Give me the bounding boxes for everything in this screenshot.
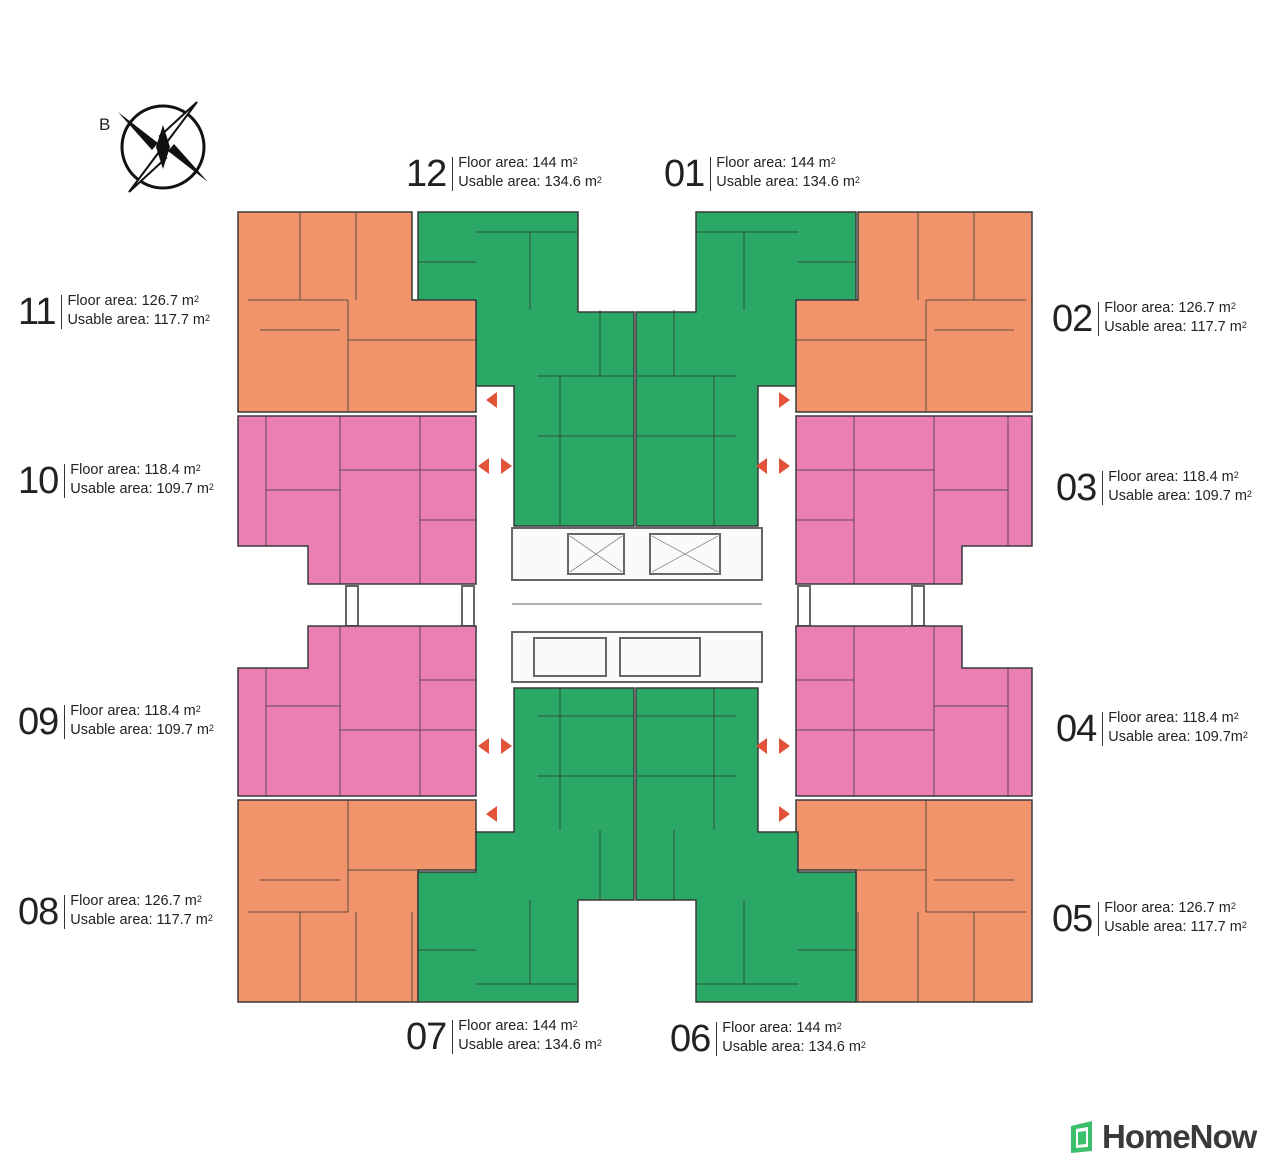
entry-arrow-icon	[501, 738, 512, 754]
homenow-logo: HomeNow	[1068, 1118, 1257, 1156]
entry-arrow-icon	[478, 738, 489, 754]
label-divider	[64, 895, 66, 929]
floor-area: Floor area: 126.7 m2	[1104, 300, 1236, 316]
label-divider	[1102, 471, 1104, 505]
floor-area: Floor area: 126.7 m2	[67, 293, 200, 309]
unit-areas: Floor area: 118.4 m2 Usable area: 109.7 m…	[70, 702, 214, 739]
label-divider	[1102, 712, 1104, 746]
unit-03-plan[interactable]	[795, 415, 1033, 585]
floor-area: Floor area: 144 m2	[716, 155, 836, 171]
floor-area: Floor area: 118.4 m2	[1108, 710, 1239, 726]
unit-number: 08	[18, 891, 59, 933]
unit-number: 11	[18, 291, 56, 333]
unit-label-02: 02 Floor area: 126.7 m2 Usable area: 117.7…	[1052, 299, 1247, 339]
unit-number: 05	[1052, 898, 1093, 940]
homenow-logo-icon	[1068, 1120, 1098, 1154]
usable-area: Usable area: 109.7 m2	[1108, 487, 1252, 504]
unit-number: 01	[664, 153, 705, 195]
unit-label-03: 03 Floor area: 118.4 m2 Usable area: 109.7…	[1056, 468, 1252, 508]
label-divider	[710, 157, 712, 191]
unit-label-04: 04 Floor area: 118.4 m2 Usable area: 109.7…	[1056, 709, 1248, 749]
homenow-wordmark: HomeNow	[1102, 1118, 1257, 1155]
usable-area: Usable area: 134.6 m2	[722, 1038, 866, 1055]
unit-label-07: 07 Floor area: 144 m2 Usable area: 134.6 m…	[406, 1017, 602, 1057]
unit-number: 09	[18, 701, 59, 743]
entry-arrow-icon	[779, 458, 790, 474]
unit-number: 02	[1052, 298, 1093, 340]
unit-areas: Floor area: 126.7 m2 Usable area: 117.7 m…	[1104, 299, 1247, 336]
floor-area: Floor area: 126.7 m2	[70, 893, 202, 909]
usable-area: Usable area: 117.7 m2	[1104, 318, 1247, 335]
entry-arrow-icon	[486, 392, 497, 408]
label-divider	[452, 1020, 454, 1054]
unit-07-plan[interactable]	[417, 687, 635, 1003]
unit-number: 07	[406, 1016, 447, 1058]
floor-area: Floor area: 144 m2	[722, 1020, 842, 1036]
label-divider	[452, 157, 454, 191]
unit-label-09: 09 Floor area: 118.4 m2 Usable area: 109.7…	[18, 702, 214, 742]
unit-label-10: 10 Floor area: 118.4 m2 Usable area: 109.7…	[18, 461, 214, 501]
floor-area: Floor area: 144 m2	[458, 1018, 578, 1034]
entry-arrow-icon	[779, 392, 790, 408]
unit-number: 04	[1056, 708, 1097, 750]
label-divider	[1098, 902, 1100, 936]
unit-06-plan[interactable]	[635, 687, 857, 1003]
label-divider	[64, 705, 66, 739]
unit-areas: Floor area: 144 m2 Usable area: 134.6 m2	[458, 154, 602, 191]
unit-label-01: 01 Floor area: 144 m2 Usable area: 134.6 m…	[664, 154, 860, 194]
entry-arrow-icon	[756, 738, 767, 754]
unit-areas: Floor area: 144 m2 Usable area: 134.6 m2	[458, 1017, 602, 1054]
entry-arrow-icon	[779, 806, 790, 822]
usable-area: Usable area: 109.7 m2	[70, 721, 214, 738]
building-core	[345, 527, 925, 683]
usable-area: Usable area: 109.7 m2	[70, 480, 214, 497]
unit-label-06: 06 Floor area: 144 m2 Usable area: 134.6 m…	[670, 1019, 866, 1059]
unit-04-plan[interactable]	[795, 625, 1033, 797]
usable-area: Usable area: 134.6 m2	[458, 173, 602, 190]
usable-area: Usable area: 134.6 m2	[716, 173, 860, 190]
entry-arrow-icon	[756, 458, 767, 474]
floor-area: Floor area: 118.4 m2	[70, 462, 201, 478]
unit-areas: Floor area: 118.4 m2 Usable area: 109.7m2	[1108, 709, 1248, 746]
label-divider	[716, 1022, 718, 1056]
compass-icon	[118, 101, 208, 193]
unit-label-08: 08 Floor area: 126.7 m2 Usable area: 117.7…	[18, 892, 213, 932]
label-divider	[1098, 302, 1100, 336]
floor-area: Floor area: 118.4 m2	[1108, 469, 1239, 485]
unit-areas: Floor area: 126.7 m2 Usable area: 117.7 m…	[67, 292, 210, 329]
unit-areas: Floor area: 126.7 m2 Usable area: 117.7 m…	[70, 892, 213, 929]
unit-number: 03	[1056, 467, 1097, 509]
floor-area: Floor area: 144 m2	[458, 155, 578, 171]
unit-areas: Floor area: 126.7 m2 Usable area: 117.7 m…	[1104, 899, 1247, 936]
label-divider	[64, 464, 66, 498]
unit-areas: Floor area: 144 m2 Usable area: 134.6 m2	[722, 1019, 866, 1056]
entry-arrow-icon	[501, 458, 512, 474]
unit-01-plan[interactable]	[635, 211, 857, 527]
floor-area: Floor area: 126.7 m2	[1104, 900, 1236, 916]
unit-number: 12	[406, 153, 447, 195]
label-divider	[61, 295, 63, 329]
compass-letter: B	[99, 115, 111, 134]
unit-number: 06	[670, 1018, 711, 1060]
unit-areas: Floor area: 118.4 m2 Usable area: 109.7 m…	[70, 461, 214, 498]
unit-label-05: 05 Floor area: 126.7 m2 Usable area: 117.7…	[1052, 899, 1247, 939]
usable-area: Usable area: 117.7 m2	[67, 311, 211, 328]
usable-area: Usable area: 134.6 m2	[458, 1036, 602, 1053]
unit-label-11: 11 Floor area: 126.7 m2 Usable area: 117.7…	[18, 292, 210, 332]
unit-10-plan[interactable]	[237, 415, 477, 585]
unit-09-plan[interactable]	[237, 625, 477, 797]
floor-area: Floor area: 118.4 m2	[70, 703, 201, 719]
usable-area: Usable area: 109.7m2	[1108, 728, 1248, 745]
entry-arrow-icon	[486, 806, 497, 822]
unit-areas: Floor area: 144 m2 Usable area: 134.6 m2	[716, 154, 860, 191]
entry-arrow-icon	[478, 458, 489, 474]
usable-area: Usable area: 117.7 m2	[1104, 918, 1247, 935]
unit-areas: Floor area: 118.4 m2 Usable area: 109.7 m…	[1108, 468, 1252, 505]
entry-arrow-icon	[779, 738, 790, 754]
usable-area: Usable area: 117.7 m2	[70, 911, 213, 928]
unit-number: 10	[18, 460, 59, 502]
unit-label-12: 12 Floor area: 144 m2 Usable area: 134.6 m…	[406, 154, 602, 194]
